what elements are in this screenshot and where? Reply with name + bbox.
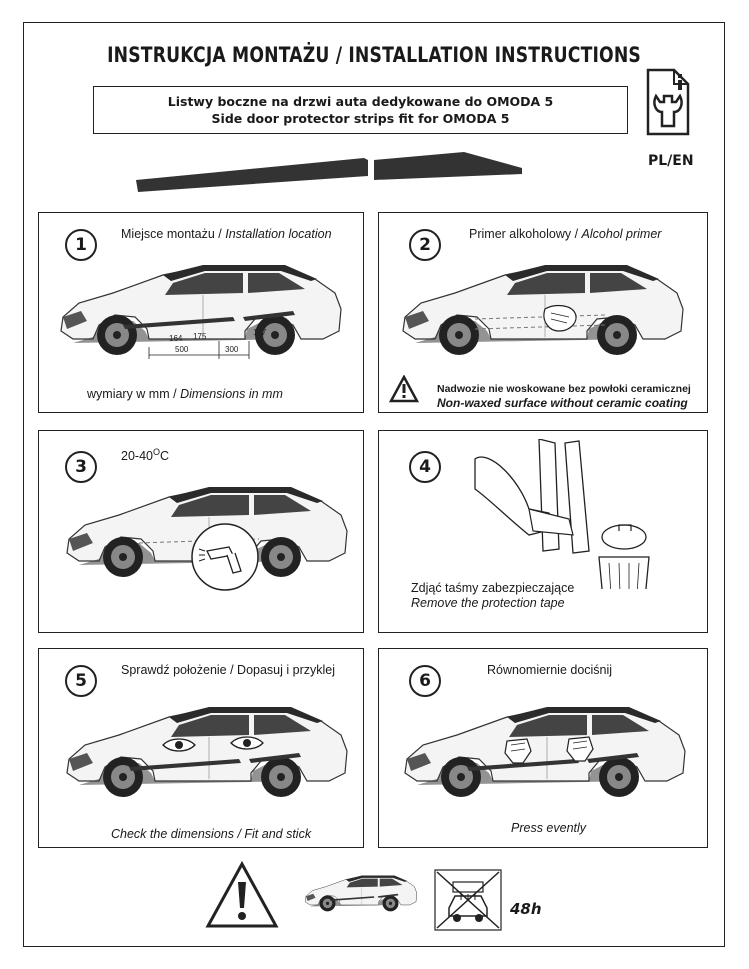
- warning-icon: [389, 375, 419, 403]
- no-car-wash-icon: [434, 869, 502, 931]
- manual-wrench-icon: [646, 68, 690, 136]
- eye-icon: [162, 738, 196, 752]
- step-note: Zdjąć taśmy zabezpieczające Remove the p…: [411, 581, 575, 610]
- step-5-panel: 5 Sprawdź położenie / Dopasuj i przyklej…: [38, 648, 364, 848]
- warning-icon: [205, 860, 279, 928]
- page-title: INSTRUKCJA MONTAŻU / INSTALLATION INSTRU…: [107, 43, 641, 67]
- warning-text: Nadwozie nie woskowane bez powłoki ceram…: [437, 383, 691, 410]
- dim-164: 164: [169, 334, 183, 343]
- step-number: 5: [65, 665, 97, 697]
- strips-illustration: [136, 152, 522, 192]
- step-title-temperature: 20-40OC: [121, 447, 170, 464]
- page-frame: [23, 22, 725, 947]
- hand-press-icon: [504, 738, 532, 764]
- trash-can-icon: [598, 556, 650, 589]
- step-2-panel: 2 Primer alkoholowy / Alcohol primer: [378, 212, 708, 413]
- step-3-panel: 3 20-40OC: [38, 430, 364, 633]
- car-illustration: [404, 706, 686, 798]
- step-title: Miejsce montażu / Installation location: [121, 227, 332, 241]
- step-6-panel: 6 Równomiernie dociśnij Press evently: [378, 648, 708, 848]
- heat-gun-icon: [191, 523, 259, 591]
- step-title: Sprawdź położenie / Dopasuj i przyklej: [121, 663, 335, 677]
- step-number: 4: [409, 451, 441, 483]
- step-number: 6: [409, 665, 441, 697]
- step-number: 2: [409, 229, 441, 261]
- step-note: Check the dimensions / Fit and stick: [111, 827, 312, 841]
- subtitle-pl: Listwy boczne na drzwi auta dedykowane d…: [167, 94, 554, 109]
- peel-tape-illustration: [474, 439, 650, 589]
- dim-500: 500: [175, 345, 189, 354]
- dim-300: 300: [225, 345, 239, 354]
- step-number: 1: [65, 229, 97, 261]
- step-title: Równomiernie dociśnij: [487, 663, 613, 677]
- step-title: Primer alkoholowy / Alcohol primer: [469, 227, 662, 241]
- car-illustration: [66, 706, 348, 798]
- wait-time: 48h: [510, 900, 542, 918]
- dim-177: 177: [253, 328, 267, 337]
- step-4-panel: 4 Zdjąć taśmy zabezpieczające Remove the…: [378, 430, 708, 633]
- step-1-panel: 1 Miejsce montażu / Installation locatio…: [38, 212, 364, 413]
- hand-press-icon: [566, 736, 594, 762]
- subtitle-box: Listwy boczne na drzwi auta dedykowane d…: [93, 86, 628, 134]
- car-illustration: [402, 264, 684, 356]
- cloth-hand-icon: [543, 304, 577, 332]
- step-note: Press evently: [511, 821, 587, 835]
- dim-175: 175: [193, 332, 207, 341]
- car-illustration: 164 175 177 500 300: [60, 264, 342, 359]
- language-label: PL/EN: [648, 153, 694, 169]
- subtitle-en: Side door protector strips fit for OMODA…: [211, 111, 510, 126]
- step-number: 3: [65, 451, 97, 483]
- car-icon: [304, 875, 418, 912]
- eye-icon: [230, 736, 264, 750]
- step-note: wymiary w mm / Dimensions in mm: [87, 387, 283, 401]
